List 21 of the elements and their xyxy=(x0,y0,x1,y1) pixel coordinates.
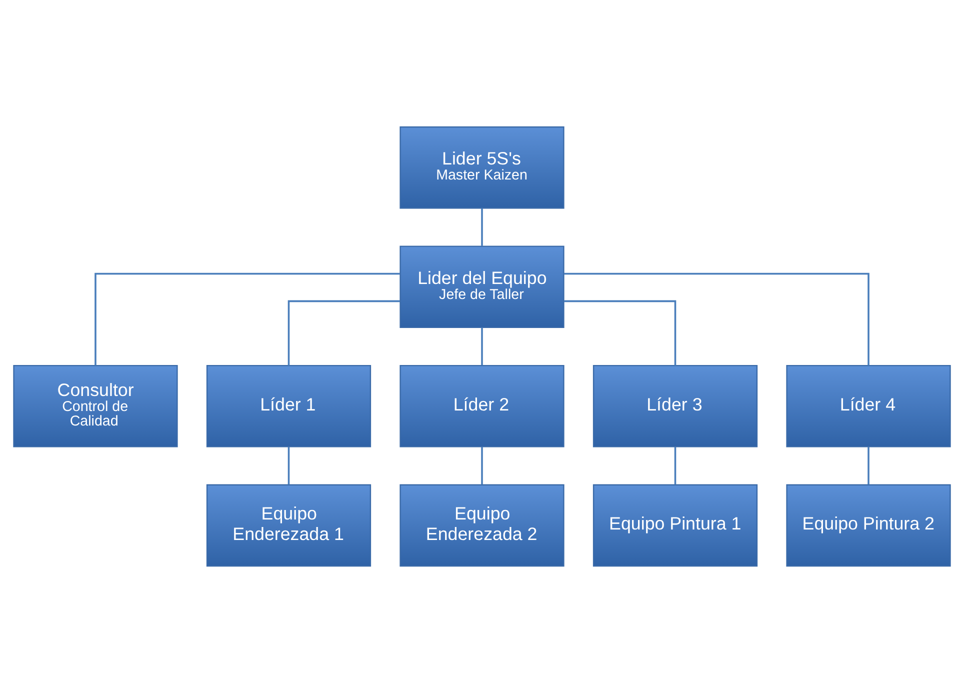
node-box: Equipo Enderezada 1 xyxy=(206,484,371,567)
node-box: Equipo Enderezada 2 xyxy=(399,484,564,567)
connector xyxy=(480,208,482,246)
node-box: Lider 5S's Master Kaizen xyxy=(399,126,564,209)
node-box: Líder 3 xyxy=(592,364,758,448)
node-box: Lider del Equipo Jefe de Taller xyxy=(399,246,564,328)
connector xyxy=(287,446,290,484)
connector xyxy=(563,272,869,366)
connector xyxy=(867,446,869,484)
connector xyxy=(94,272,400,366)
node-box: Líder 1 xyxy=(206,364,371,448)
node-box: Líder 4 xyxy=(786,364,950,448)
connector xyxy=(674,446,676,484)
node-box: Equipo Pintura 1 xyxy=(592,484,758,567)
connector xyxy=(480,328,482,366)
connector xyxy=(480,446,482,484)
node-box: Equipo Pintura 2 xyxy=(786,484,950,567)
node-box: Líder 2 xyxy=(399,364,564,448)
connector xyxy=(287,300,400,366)
node-box: Consultor Control de Calidad xyxy=(12,364,178,448)
connector xyxy=(563,300,676,366)
